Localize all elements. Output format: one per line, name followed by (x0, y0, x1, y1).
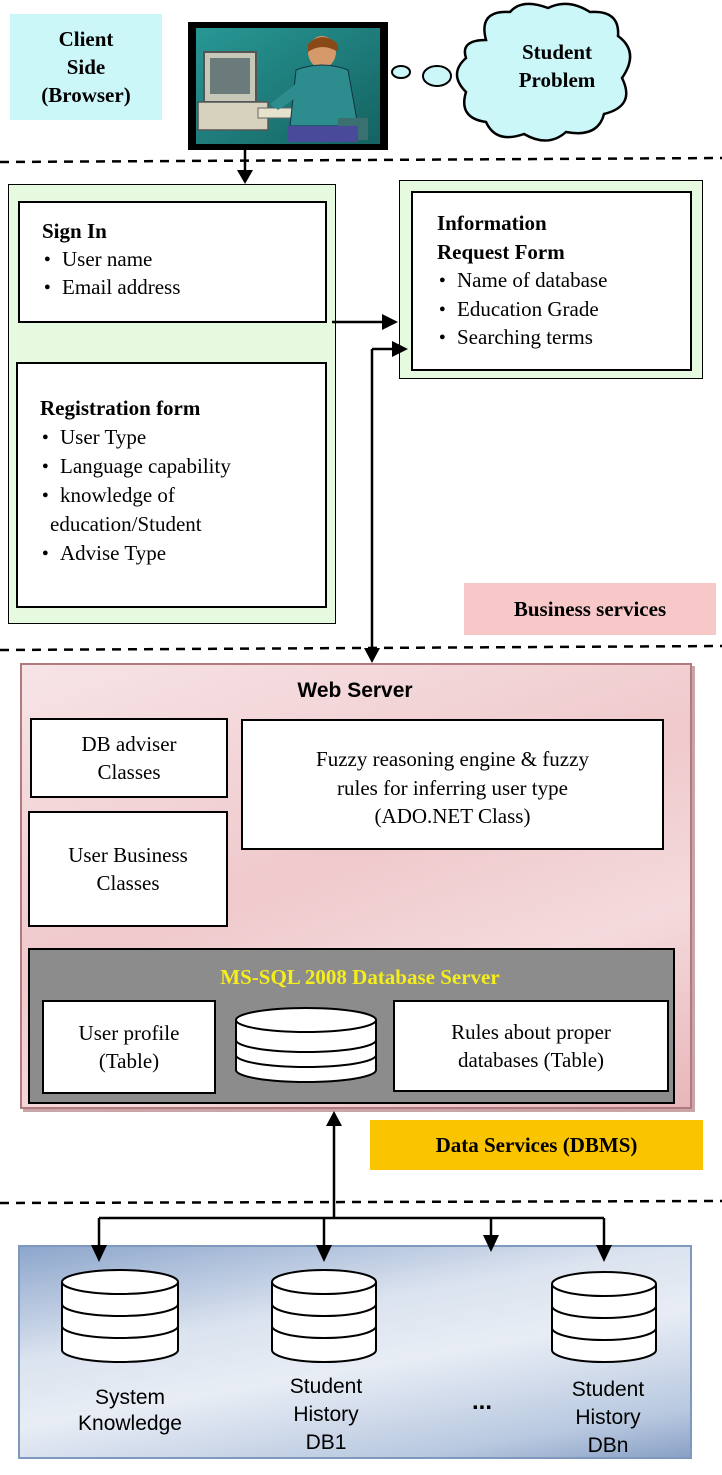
business-services-label: Business services (464, 583, 716, 635)
registration-item-language: Language capability (40, 452, 325, 481)
arrows-forms (332, 314, 408, 663)
info-request-box: Information Request Form Name of databas… (411, 191, 692, 371)
sql-server-title: MS-SQL 2008 Database Server (220, 965, 500, 989)
registration-title: Registration form (40, 396, 201, 420)
registration-item-knowledge: knowledge of (40, 481, 325, 510)
info-request-item-terms: Searching terms (437, 323, 690, 352)
sign-in-item-username: User name (42, 245, 325, 273)
sign-in-box: Sign In User name Email address (18, 201, 327, 323)
student-problem-label: Student Problem (518, 40, 596, 92)
rules-table-box: Rules about proper databases (Table) (393, 1000, 669, 1092)
system-knowledge-label: System Knowledge (78, 1386, 182, 1435)
registration-item-user-type: User Type (40, 423, 325, 452)
registration-form-box: Registration form User Type Language cap… (16, 362, 327, 608)
sign-in-title: Sign In (42, 219, 107, 243)
client-side-label: Client Side (Browser) (10, 14, 162, 120)
person-at-computer-icon (188, 22, 388, 150)
ellipsis-label: ... (471, 1388, 492, 1415)
thought-bubble-icon (391, 2, 632, 142)
info-request-item-db-name: Name of database (437, 266, 690, 295)
db-adviser-classes-box: DB adviser Classes (30, 718, 228, 798)
user-business-classes-box: User Business Classes (28, 811, 228, 927)
student-history-dbn-label: Student History DBn (571, 1378, 645, 1457)
user-profile-table-box: User profile (Table) (42, 1000, 216, 1094)
info-request-title-2: Request Form (437, 239, 565, 264)
registration-item-knowledge-cont: education/Student (50, 512, 202, 536)
web-server-title: Web Server (297, 679, 413, 702)
info-request-item-grade: Education Grade (437, 295, 690, 324)
info-request-title-1: Information (437, 211, 547, 235)
arrow-client-to-forms (237, 150, 253, 184)
data-services-label: Data Services (DBMS) (370, 1120, 703, 1170)
fuzzy-engine-box: Fuzzy reasoning engine & fuzzy rules for… (241, 719, 664, 850)
registration-item-advise-type: Advise Type (40, 539, 325, 568)
sign-in-item-email: Email address (42, 273, 325, 301)
student-history-db1-label: Student History DB1 (289, 1375, 363, 1454)
